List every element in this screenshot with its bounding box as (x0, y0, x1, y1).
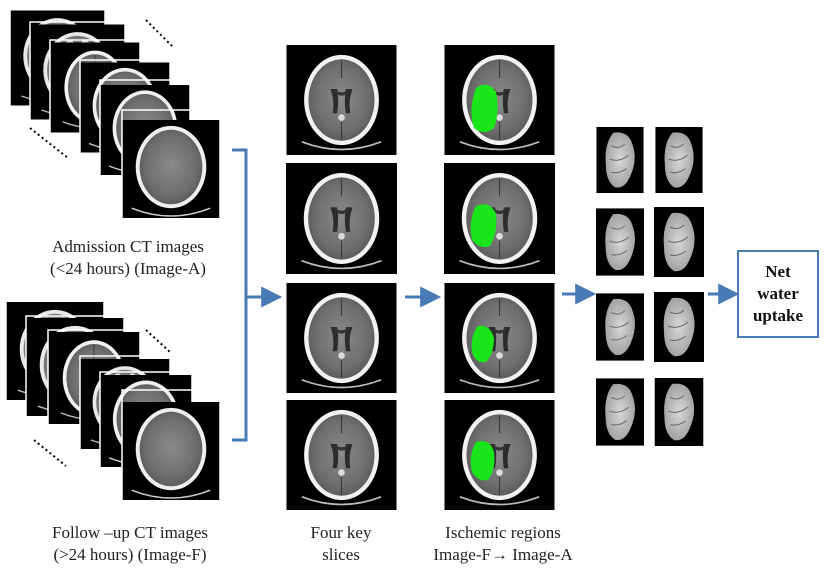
output-line3: uptake (752, 306, 804, 325)
key-slices-label-line2: slices (322, 545, 360, 564)
admission-label-line1: Admission CT images (52, 237, 204, 256)
output-line1: Net (765, 262, 791, 281)
followup-label-line1: Follow –up CT images (52, 523, 208, 542)
followup-label: Follow –up CT images (>24 hours) (Image-… (14, 522, 246, 566)
net-water-uptake-box: Net water uptake (737, 250, 819, 338)
ischemic-region (470, 204, 497, 248)
key-slices-label: Four key slices (290, 522, 392, 566)
key-slices-label-line1: Four key (310, 523, 372, 542)
followup-ct-stack (5, 299, 221, 513)
ischemic-label: Ischemic regions Image-F→ Image-A (418, 522, 588, 566)
ischemic-label-line2: Image-F→ Image-A (433, 545, 573, 564)
admission-label: Admission CT images (<24 hours) (Image-A… (14, 236, 242, 280)
followup-label-line2: (>24 hours) (Image-F) (53, 545, 207, 564)
output-line2: water (757, 284, 799, 303)
ischemic-label-line1: Ischemic regions (445, 523, 561, 542)
key-slices-column (285, 45, 398, 510)
ischemic-regions-column (443, 45, 556, 510)
merge-bracket (232, 148, 283, 442)
admission-ct-stack (9, 7, 221, 229)
extracted-regions-grid (596, 127, 704, 446)
ischemic-region (470, 441, 495, 481)
ischemic-region (471, 84, 498, 132)
admission-label-line2: (<24 hours) (Image-A) (50, 259, 206, 278)
ischemic-region (471, 325, 494, 363)
